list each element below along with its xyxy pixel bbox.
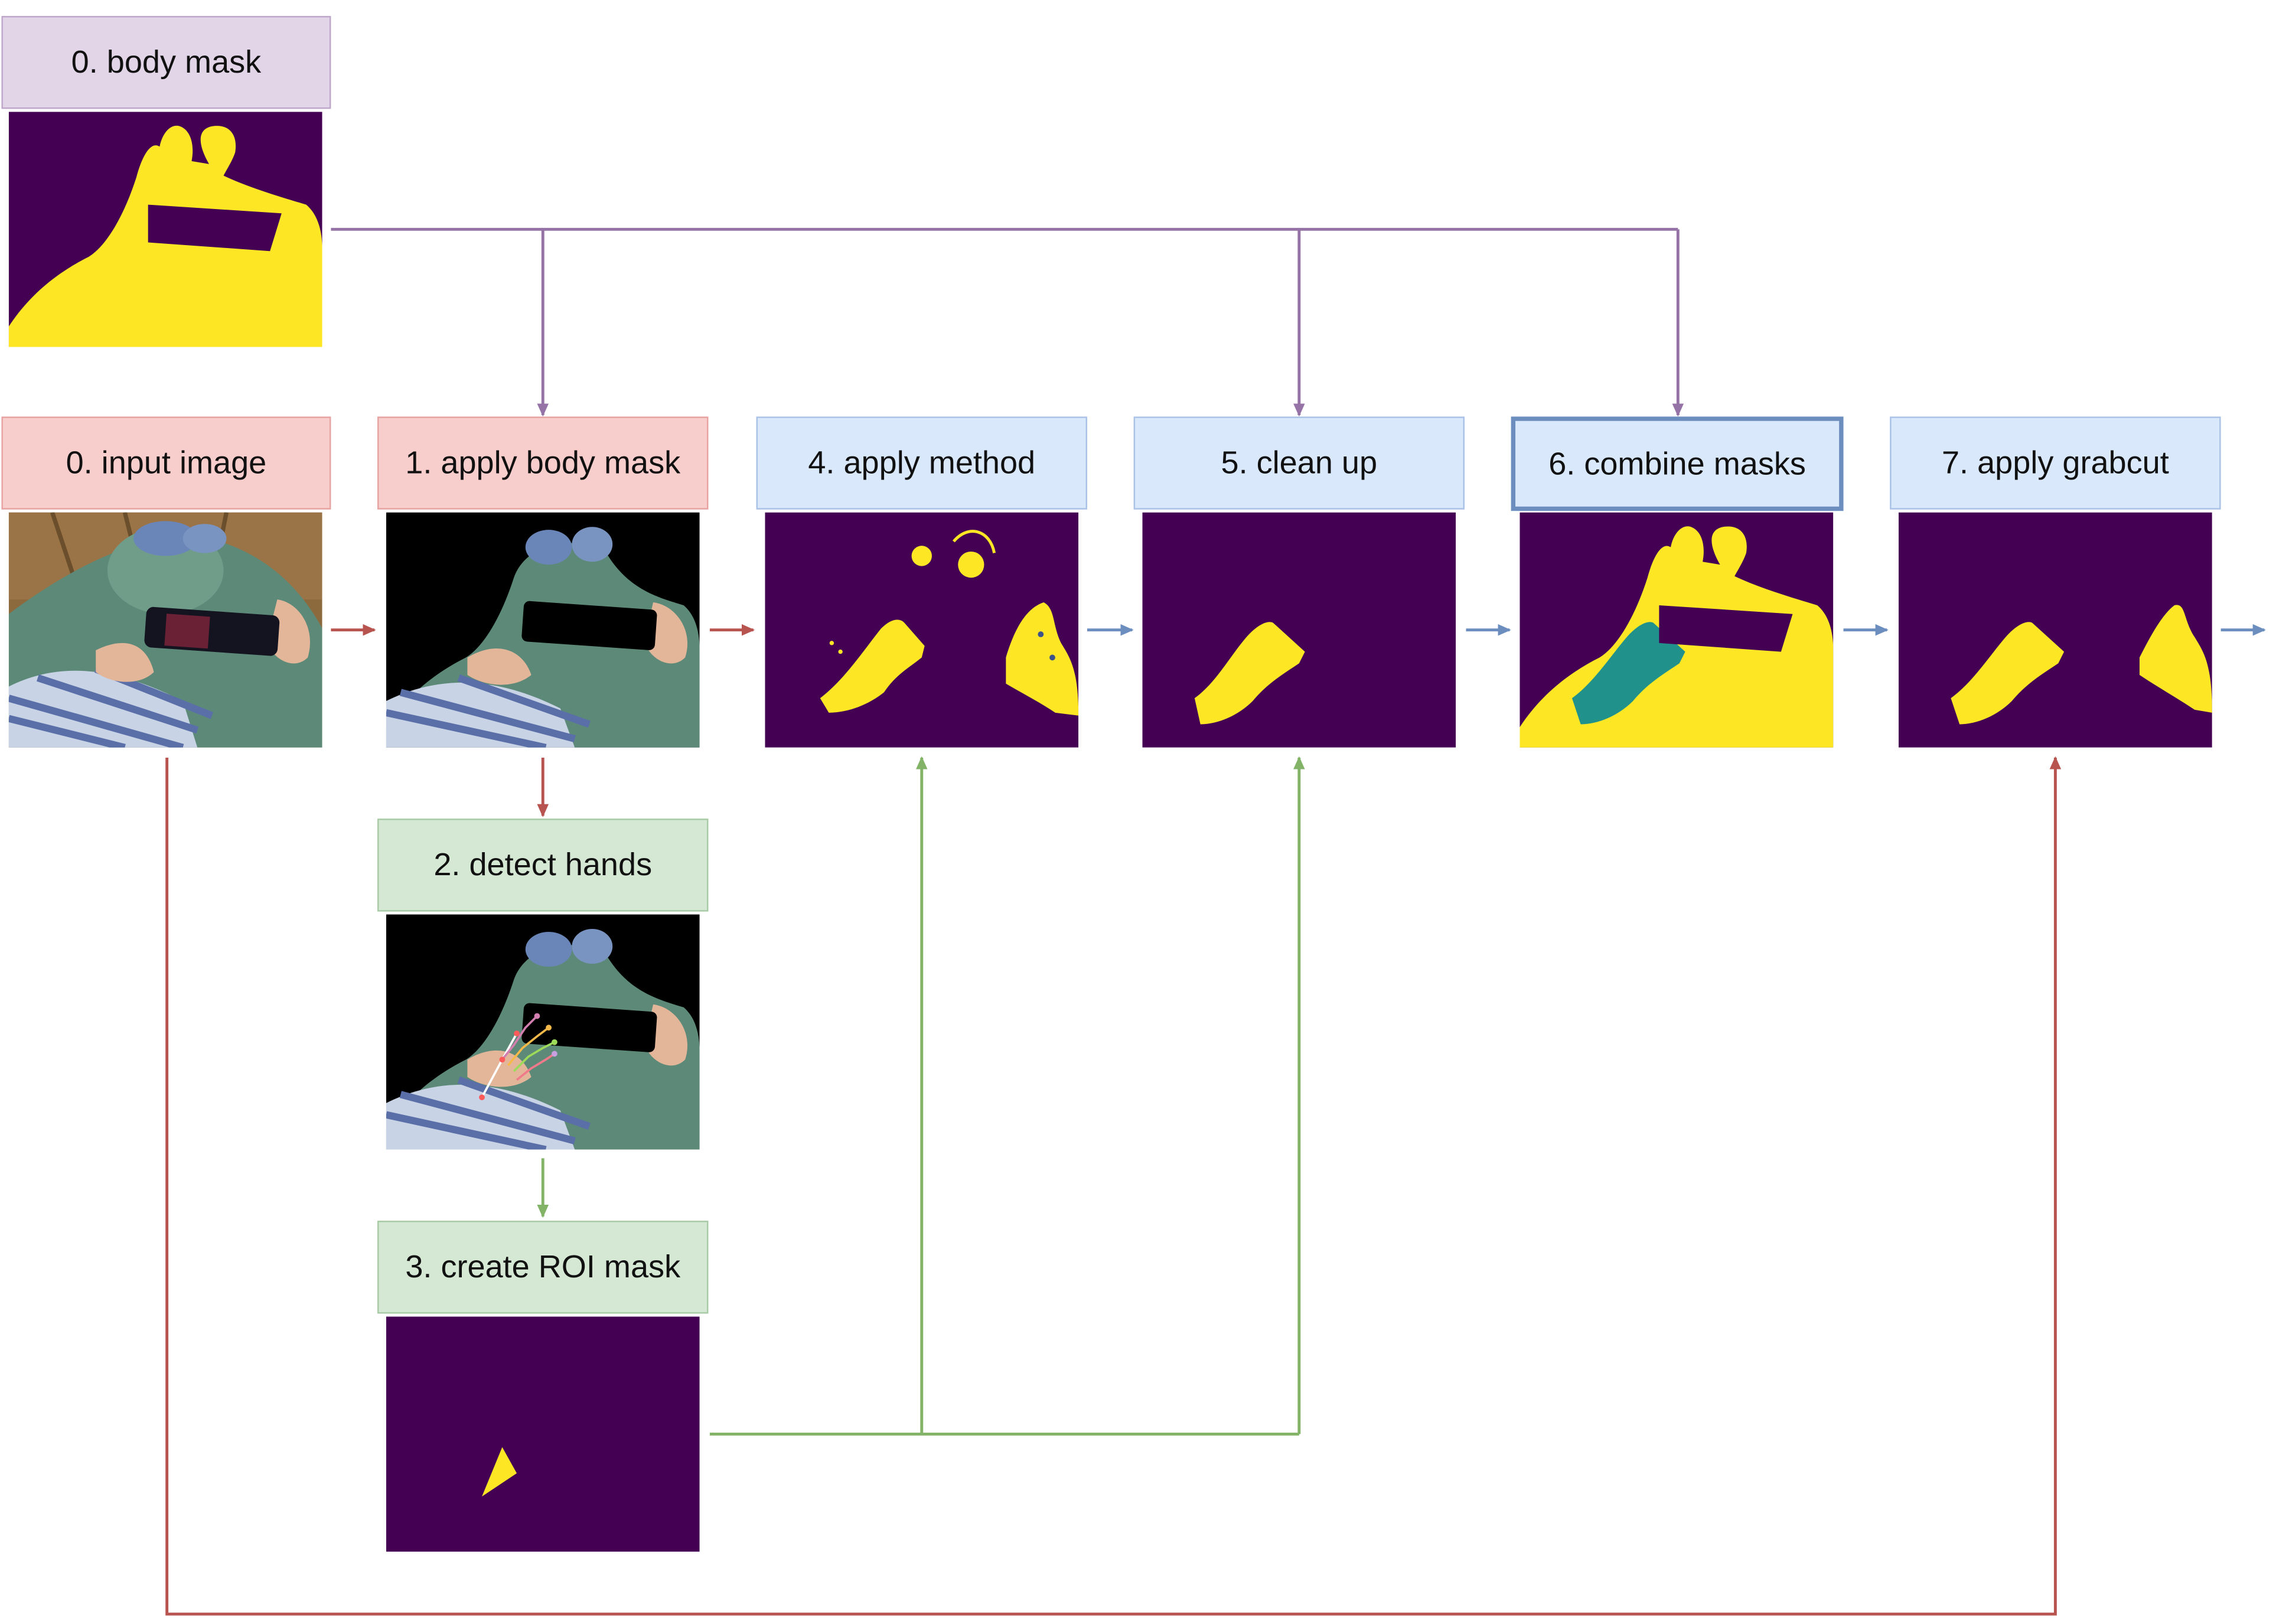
detect-hands-image bbox=[386, 914, 700, 1150]
combine-masks-label: 6. combine masks bbox=[1511, 416, 1844, 511]
apply-method-image bbox=[765, 512, 1079, 748]
create-roi-mask-image bbox=[386, 1316, 700, 1552]
body-mask-label: 0. body mask bbox=[1, 16, 331, 109]
apply-body-mask-label: 1. apply body mask bbox=[377, 416, 709, 510]
body-mask-image bbox=[8, 112, 322, 347]
apply-grabcut-label: 7. apply grabcut bbox=[1890, 416, 2221, 510]
apply-body-mask-image bbox=[386, 512, 700, 748]
input-image-label: 0. input image bbox=[1, 416, 331, 510]
clean-up-image bbox=[1142, 512, 1456, 748]
apply-method-label: 4. apply method bbox=[756, 416, 1087, 510]
input-image-photo bbox=[8, 512, 322, 748]
clean-up-label: 5. clean up bbox=[1133, 416, 1465, 510]
edge-input-to-apply-grabcut bbox=[165, 756, 2062, 1616]
apply-grabcut-image bbox=[1898, 512, 2212, 748]
combine-masks-image bbox=[1519, 512, 1834, 748]
detect-hands-label: 2. detect hands bbox=[377, 818, 709, 912]
create-roi-mask-label: 3. create ROI mask bbox=[377, 1221, 709, 1314]
